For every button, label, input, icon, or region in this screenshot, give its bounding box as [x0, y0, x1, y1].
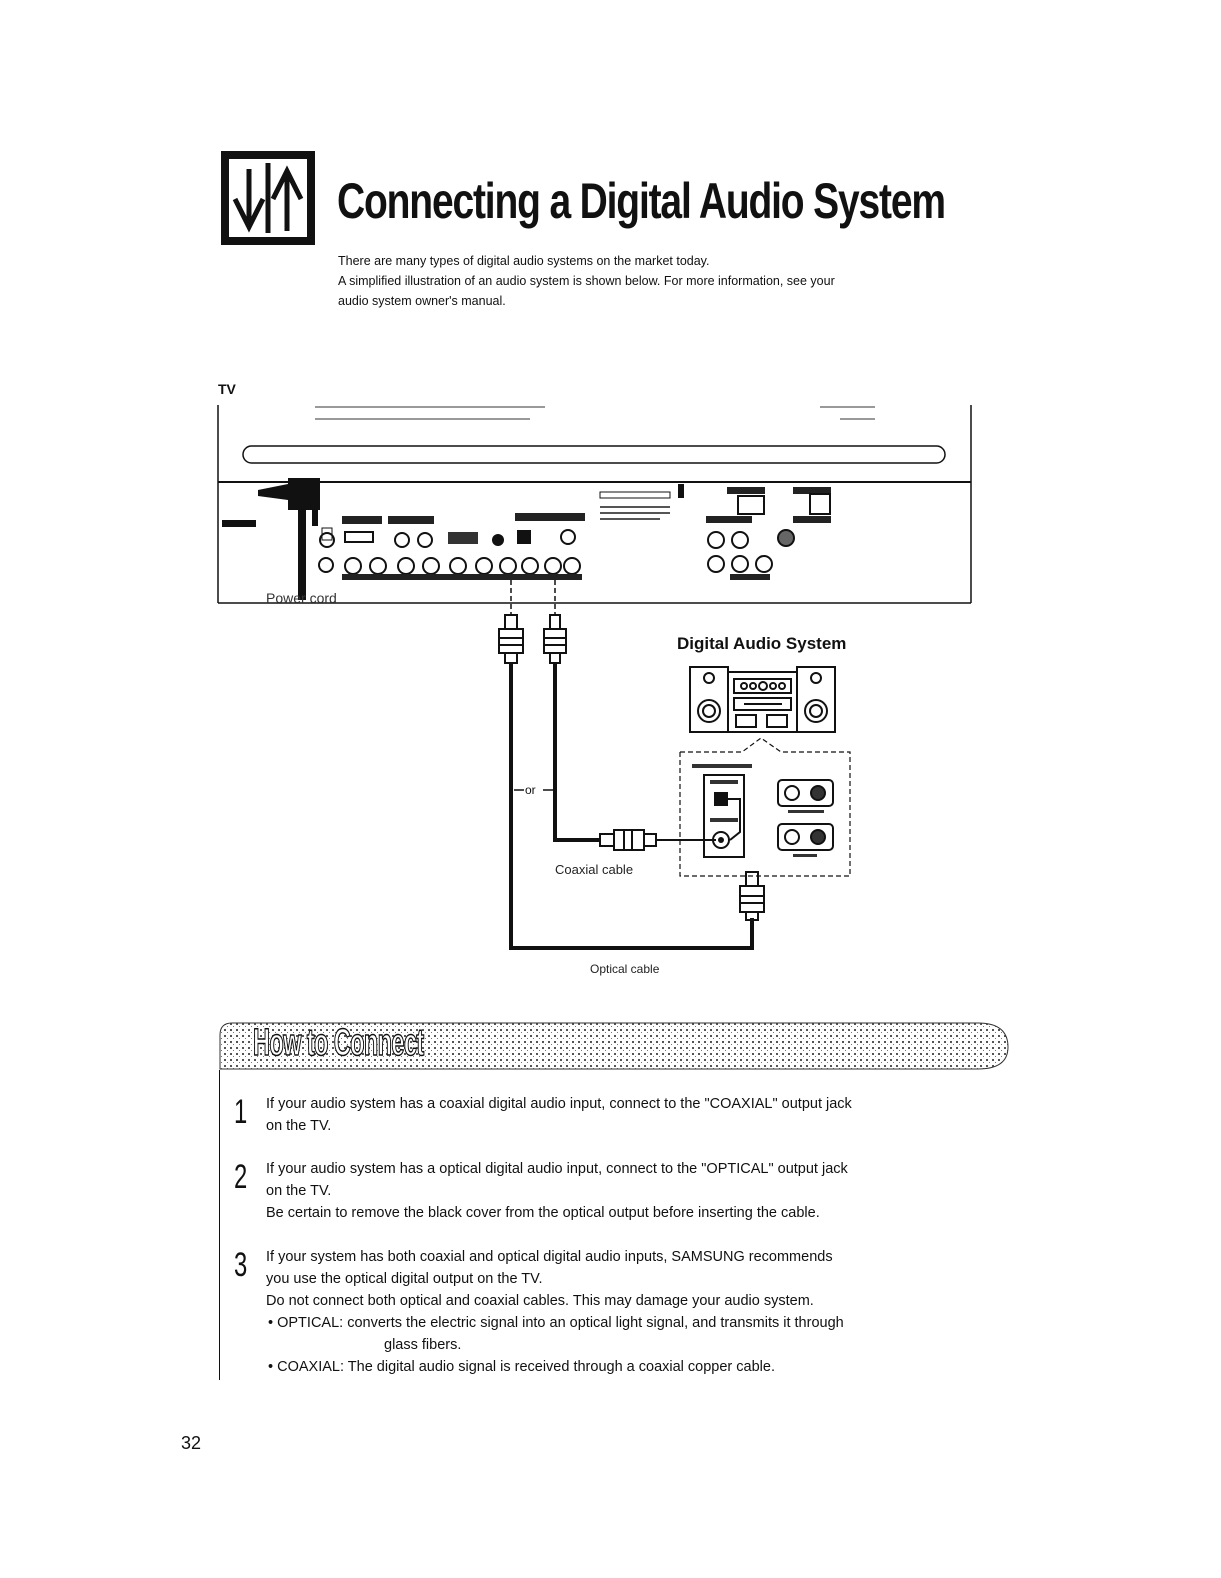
intro-line: A simplified illustration of an audio sy… [338, 274, 835, 288]
bullet-text: converts the electric signal into an opt… [347, 1315, 844, 1331]
step-text: If your system has both coaxial and opti… [266, 1246, 1011, 1378]
optical-plug [498, 614, 524, 664]
step-line: If your system has both coaxial and opti… [266, 1249, 833, 1265]
step-line: you use the optical digital output on th… [266, 1271, 543, 1287]
connection-diagram [217, 405, 972, 950]
step-line: Do not connect both optical and coaxial … [266, 1293, 814, 1309]
how-to-connect-banner [219, 1022, 1009, 1070]
optical-plug-vertical [739, 871, 765, 921]
step-text: If your audio system has a coaxial digit… [266, 1093, 1011, 1137]
step-line: If your audio system has a optical digit… [266, 1161, 848, 1177]
coaxial-plug-horizontal [599, 829, 716, 851]
steps-rule [219, 1070, 220, 1380]
step-number: 2 [234, 1158, 248, 1196]
rear-jacks [318, 484, 831, 580]
bullet-text: The digital audio signal is received thr… [347, 1359, 775, 1375]
intro-line: There are many types of digital audio sy… [338, 254, 710, 268]
connection-icon [221, 151, 315, 245]
bullet-term: • OPTICAL: [268, 1315, 344, 1331]
audio-system-unit [689, 666, 836, 733]
intro-text: There are many types of digital audio sy… [338, 251, 978, 311]
bullet-coaxial: • COAXIAL: The digital audio signal is r… [266, 1356, 1011, 1378]
step-line: Be certain to remove the black cover fro… [266, 1205, 820, 1221]
or-label: or [525, 783, 536, 797]
step-number: 3 [234, 1246, 248, 1284]
audio-input-panel [679, 737, 851, 877]
step-line: If your audio system has a coaxial digit… [266, 1096, 852, 1112]
power-cord-label: Power cord [266, 590, 337, 606]
step-number: 1 [234, 1093, 248, 1131]
optical-cable-label: Optical cable [590, 962, 660, 976]
tv-label: TV [218, 381, 236, 397]
intro-line: audio system owner's manual. [338, 294, 506, 308]
step-line: on the TV. [266, 1118, 332, 1134]
coaxial-cable-label: Coaxial cable [555, 862, 634, 877]
how-to-connect-title: How to Connect [253, 1021, 425, 1065]
digital-audio-system-label: Digital Audio System [677, 634, 847, 653]
tv-rear-panel [217, 405, 972, 604]
bullet-text-cont: glass fibers. [384, 1337, 462, 1353]
step-text: If your audio system has a optical digit… [266, 1158, 1011, 1224]
page-title: Connecting a Digital Audio System [337, 173, 946, 229]
step-line: on the TV. [266, 1183, 332, 1199]
bullet-optical: • OPTICAL: converts the electric signal … [266, 1312, 1011, 1356]
page-number: 32 [181, 1433, 202, 1453]
bullet-term: • COAXIAL: [268, 1359, 344, 1375]
power-cord-plug [258, 478, 320, 600]
coaxial-plug [543, 614, 567, 664]
